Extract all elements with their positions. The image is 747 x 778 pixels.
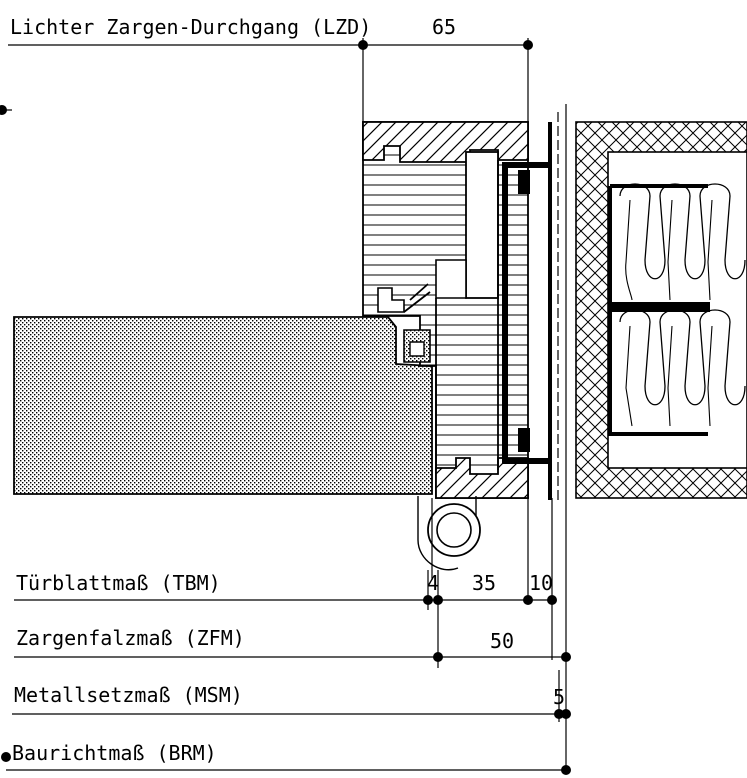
lzd-dimension: Lichter Zargen-Durchgang (LZD) 65 bbox=[8, 15, 533, 122]
dim-10: 10 bbox=[529, 571, 553, 595]
lzd-label: Lichter Zargen-Durchgang (LZD) bbox=[10, 15, 371, 39]
dim-35: 35 bbox=[472, 571, 496, 595]
tbm-label: Türblattmaß (TBM) bbox=[16, 571, 221, 595]
msm-dimension: Metallsetzmaß (MSM) 5 bbox=[12, 670, 571, 722]
wall-section bbox=[575, 121, 747, 499]
dim-65: 65 bbox=[432, 15, 456, 39]
zfm-label: Zargenfalzmaß (ZFM) bbox=[16, 626, 245, 650]
zfm-dimension: Zargenfalzmaß (ZFM) 50 bbox=[14, 626, 571, 662]
dim-50: 50 bbox=[490, 629, 514, 653]
msm-label: Metallsetzmaß (MSM) bbox=[14, 683, 243, 707]
tbm-dimension: Türblattmaß (TBM) 4 35 10 bbox=[14, 570, 557, 668]
dim-5: 5 bbox=[553, 685, 565, 709]
left-reference-marker bbox=[0, 105, 12, 115]
door-leaf bbox=[13, 316, 433, 495]
dim-4: 4 bbox=[427, 571, 439, 595]
hinge bbox=[417, 496, 553, 660]
brm-label: Baurichtmaß (BRM) bbox=[12, 741, 217, 765]
brm-dimension: Baurichtmaß (BRM) bbox=[1, 741, 571, 775]
door-frame bbox=[362, 121, 529, 499]
